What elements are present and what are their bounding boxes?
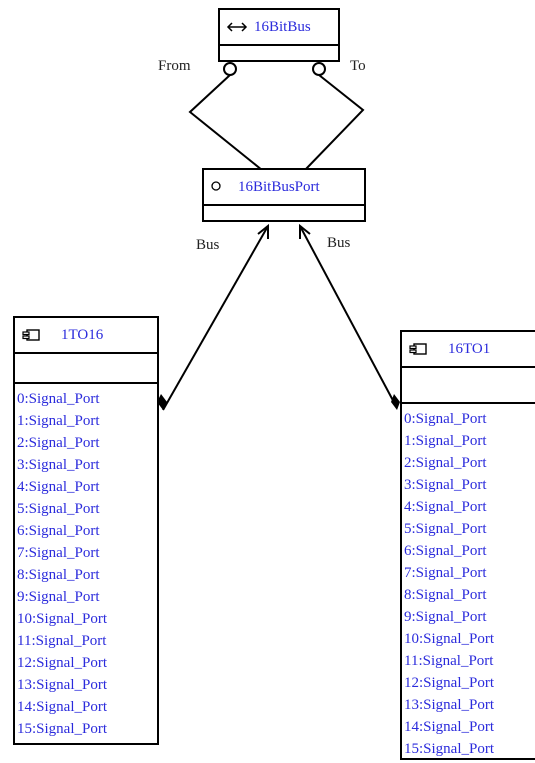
port-item[interactable]: 11:Signal_Port	[404, 653, 494, 669]
port-item[interactable]: 15:Signal_Port	[404, 741, 495, 757]
port-item[interactable]: 7:Signal_Port	[17, 545, 100, 561]
bus-class-name: 16BitBus	[254, 18, 311, 35]
left-component-attributes	[15, 354, 157, 384]
port-item[interactable]: 13:Signal_Port	[404, 697, 495, 713]
port-item[interactable]: 8:Signal_Port	[17, 567, 100, 583]
component-icon	[408, 342, 430, 356]
port-item[interactable]: 14:Signal_Port	[404, 719, 495, 735]
port-item[interactable]: 3:Signal_Port	[17, 457, 100, 473]
port-item[interactable]: 9:Signal_Port	[17, 589, 100, 605]
port-item[interactable]: 4:Signal_Port	[404, 499, 487, 515]
port-item[interactable]: 12:Signal_Port	[404, 675, 495, 691]
right-component-name: 16TO1	[448, 340, 491, 357]
right-component-attributes	[402, 368, 535, 404]
port-item[interactable]: 10:Signal_Port	[17, 611, 108, 627]
to-endpoint-circle	[312, 62, 326, 76]
left-component-port-list: 0:Signal_Port 1:Signal_Port 2:Signal_Por…	[15, 384, 157, 740]
port-item[interactable]: 3:Signal_Port	[404, 477, 487, 493]
port-item[interactable]: 12:Signal_Port	[17, 655, 108, 671]
port-item[interactable]: 5:Signal_Port	[17, 501, 100, 517]
bus-connector-right[interactable]	[299, 225, 398, 409]
right-component-box[interactable]: 16TO1 0:Signal_Port 1:Signal_Port 2:Sign…	[400, 330, 535, 760]
port-item[interactable]: 6:Signal_Port	[17, 523, 100, 539]
bus-connector-left[interactable]	[162, 225, 269, 411]
port-item[interactable]: 14:Signal_Port	[17, 699, 108, 715]
to-label: To	[350, 58, 366, 74]
port-item[interactable]: 2:Signal_Port	[404, 455, 487, 471]
left-component-header: 1TO16	[15, 318, 157, 354]
port-item[interactable]: 1:Signal_Port	[404, 433, 487, 449]
to-connector[interactable]	[304, 74, 365, 171]
bus-left-arrowhead	[257, 223, 269, 239]
bus-left-diamond	[157, 394, 167, 410]
bus-class-header: 16BitBus	[220, 10, 338, 46]
port-item[interactable]: 0:Signal_Port	[17, 391, 100, 407]
left-component-name: 1TO16	[61, 326, 104, 343]
port-item[interactable]: 13:Signal_Port	[17, 677, 108, 693]
left-component-box[interactable]: 1TO16 0:Signal_Port 1:Signal_Port 2:Sign…	[13, 316, 159, 745]
port-item[interactable]: 11:Signal_Port	[17, 633, 107, 649]
port-item[interactable]: 4:Signal_Port	[17, 479, 100, 495]
busport-class-box[interactable]: 16BitBusPort	[202, 168, 366, 222]
port-item[interactable]: 0:Signal_Port	[404, 411, 487, 427]
port-item[interactable]: 5:Signal_Port	[404, 521, 487, 537]
bus-right-diamond	[391, 394, 400, 410]
port-item[interactable]: 2:Signal_Port	[17, 435, 100, 451]
busport-class-header: 16BitBusPort	[204, 170, 364, 206]
port-item[interactable]: 15:Signal_Port	[17, 721, 108, 737]
component-icon	[21, 328, 43, 342]
from-label: From	[158, 58, 191, 74]
bus-class-box[interactable]: 16BitBus	[218, 8, 340, 62]
port-item[interactable]: 10:Signal_Port	[404, 631, 495, 647]
right-component-header: 16TO1	[402, 332, 535, 368]
port-item[interactable]: 9:Signal_Port	[404, 609, 487, 625]
bus-right-arrowhead	[299, 223, 311, 239]
double-arrow-icon	[226, 20, 248, 34]
port-item[interactable]: 8:Signal_Port	[404, 587, 487, 603]
busport-class-name: 16BitBusPort	[238, 178, 320, 195]
port-item[interactable]: 1:Signal_Port	[17, 413, 100, 429]
right-component-port-list: 0:Signal_Port 1:Signal_Port 2:Signal_Por…	[402, 404, 535, 758]
from-endpoint-circle	[223, 62, 237, 76]
circle-icon	[210, 180, 232, 194]
port-item[interactable]: 6:Signal_Port	[404, 543, 487, 559]
port-item[interactable]: 7:Signal_Port	[404, 565, 487, 581]
from-connector[interactable]	[188, 74, 263, 171]
bus-left-label: Bus	[196, 237, 220, 253]
bus-right-label: Bus	[327, 235, 351, 251]
